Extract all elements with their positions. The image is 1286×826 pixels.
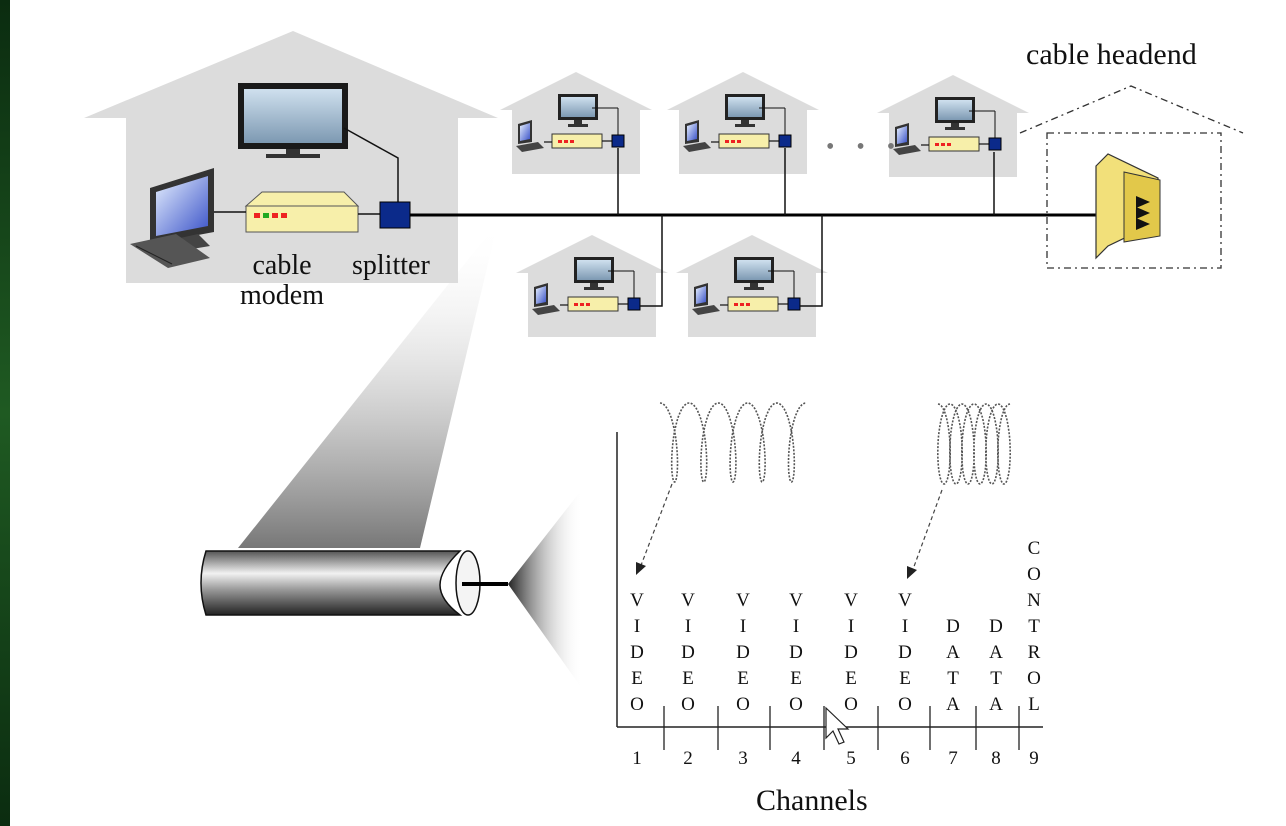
video-waveform: [659, 402, 807, 483]
channel-2-type: V I D E O: [681, 590, 695, 715]
arrow-to-video-6: [911, 489, 943, 573]
data-waveform: [937, 403, 1011, 485]
channel-5-type: V I D E O: [844, 590, 858, 715]
cable-headend: [1019, 85, 1244, 269]
channel-4-number: 4: [791, 748, 801, 769]
channel-3-type: V I D E O: [736, 590, 750, 715]
channel-7-number: 7: [948, 748, 958, 769]
channel-8-number: 8: [991, 748, 1001, 769]
cable-modem-label-line1: cable: [252, 250, 312, 281]
house-top-1: [499, 71, 653, 175]
channel-5-number: 5: [846, 748, 856, 769]
channel-4-type: V I D E O: [789, 590, 803, 715]
house-top-2: [666, 71, 820, 175]
channel-2-number: 2: [683, 748, 693, 769]
subscriber-house: [84, 31, 498, 283]
coax-cable-icon: [200, 488, 583, 690]
splitter-label: splitter: [352, 250, 430, 281]
channel-3-number: 3: [738, 748, 748, 769]
channel-1-number: 1: [632, 748, 642, 769]
channels-axis-label: Channels: [756, 784, 868, 817]
more-houses-ellipsis: • • •: [826, 134, 904, 160]
house-bottom-1: [515, 234, 669, 338]
computer-icon: [130, 168, 214, 268]
channel-6-type: V I D E O: [898, 590, 912, 715]
channel-1-type: V I D E O: [630, 590, 644, 715]
cable-modem-label-line2: modem: [240, 280, 324, 311]
channel-8-type: D A T A: [989, 616, 1003, 715]
arrow-to-video: [639, 483, 673, 569]
left-edge-strip: [0, 0, 10, 826]
channel-9-number: 9: [1029, 748, 1039, 769]
channel-9-type: C O N T R O L: [1027, 538, 1041, 715]
channel-7-type: D A T A: [946, 616, 960, 715]
cable-headend-label: cable headend: [1026, 38, 1197, 71]
house-bottom-2: [675, 234, 829, 338]
splitter-icon: [379, 201, 411, 229]
cable-modem-icon: [244, 191, 360, 233]
zoom-cone: [238, 222, 498, 548]
mouse-cursor-icon: [825, 706, 850, 745]
channel-ticks: [663, 706, 1020, 750]
channel-6-number: 6: [900, 748, 910, 769]
house-top-3: [876, 74, 1030, 178]
